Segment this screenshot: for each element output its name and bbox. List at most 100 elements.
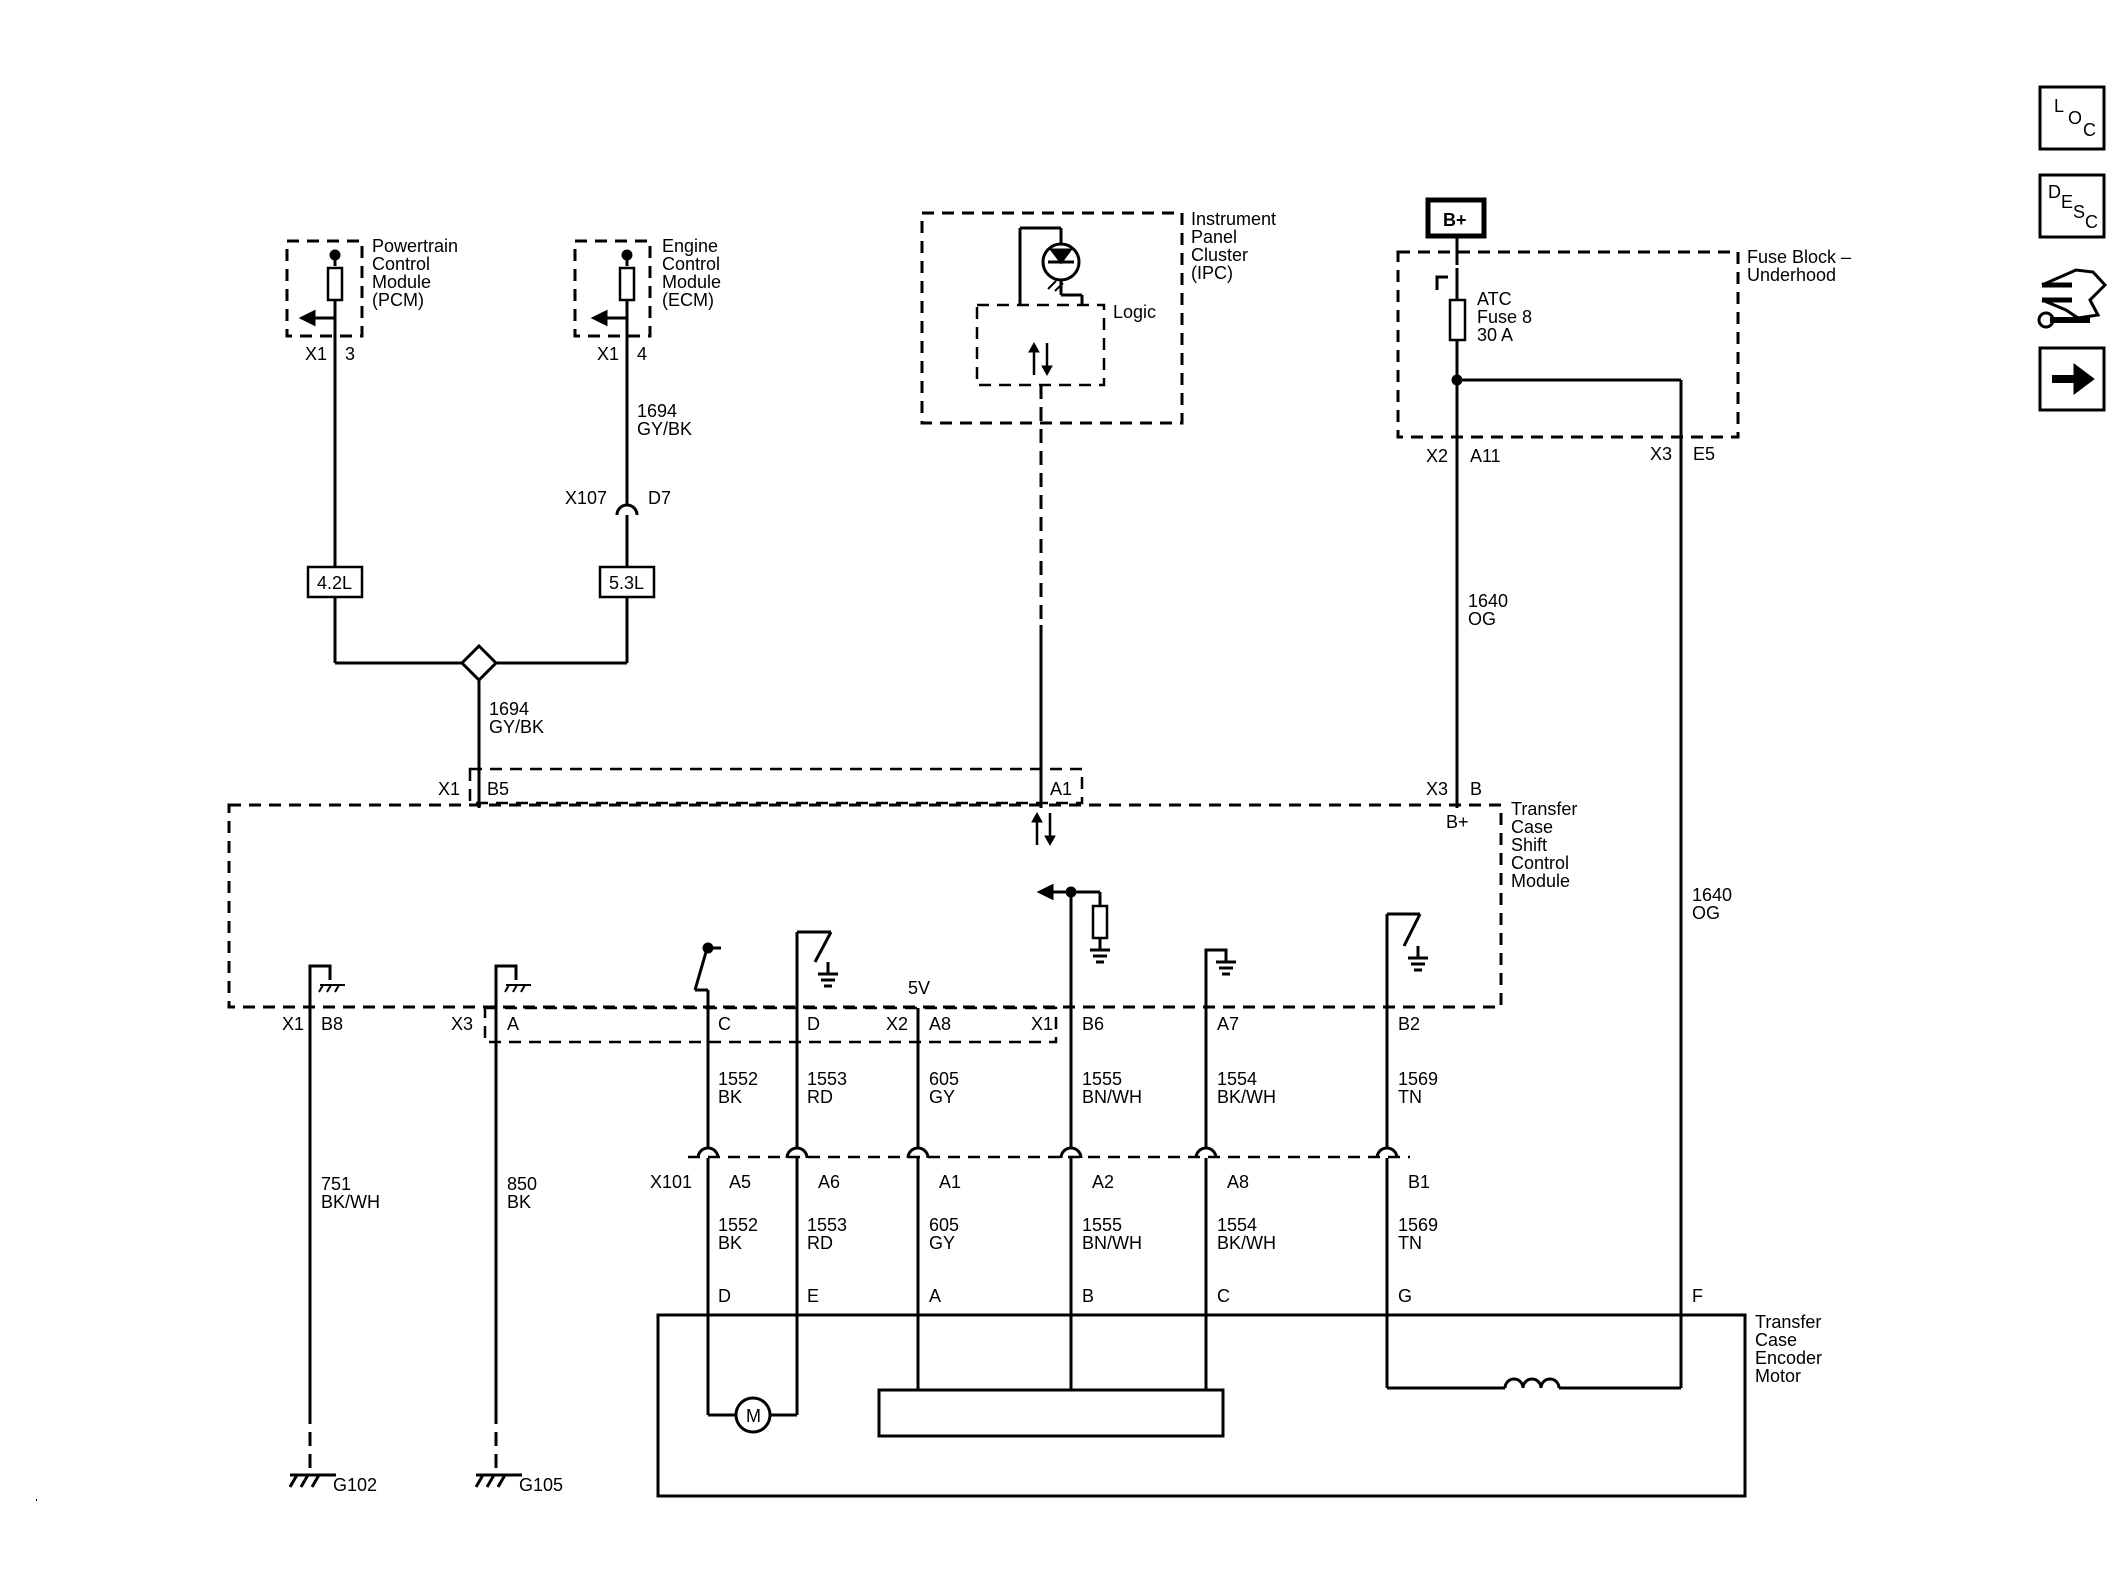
pin-b8-connector: X1 — [282, 1014, 304, 1034]
splice-wire-circuit: 1694 — [489, 699, 529, 719]
pcm-pin: 3 — [345, 344, 355, 364]
encoder-label-2: Case — [1755, 1330, 1797, 1350]
fuse-block-label-1: Fuse Block – — [1747, 247, 1851, 267]
tcscm-a1-pin: A1 — [1050, 779, 1072, 799]
pin-a8-connector: X2 — [886, 1014, 908, 1034]
loc-letter-l: L — [2054, 96, 2064, 116]
ecm-label-3: Module — [662, 272, 721, 292]
pin-a7: A7 — [1217, 1014, 1239, 1034]
ipc-label-1: Instrument — [1191, 209, 1276, 229]
splice-diamond — [459, 643, 499, 683]
ipc-module — [920, 211, 1184, 425]
desc-letter-c: C — [2085, 212, 2098, 232]
desc-button[interactable] — [2038, 173, 2106, 239]
loc-button[interactable] — [2038, 85, 2106, 151]
upper-wire-1-circuit: 1552 — [718, 1069, 758, 1089]
ipc-logic-label: Logic — [1113, 302, 1156, 322]
desc-letter-d: D — [2048, 182, 2061, 202]
tcscm-b-pin: B — [1470, 779, 1482, 799]
motor-pin-g: G — [1398, 1286, 1412, 1306]
fuse-x3-connector: X3 — [1650, 444, 1672, 464]
next-page-button[interactable] — [2038, 346, 2106, 412]
ground-wire-a — [474, 1008, 522, 1488]
fuse-block-label-2: Underhood — [1747, 265, 1836, 285]
ecm-label-4: (ECM) — [662, 290, 714, 310]
component-connector-icon[interactable] — [2037, 268, 2108, 329]
battery-label: B+ — [1443, 210, 1467, 230]
fuse-feed-circuit: 1640 — [1468, 591, 1508, 611]
upper-wire-4-color: BN/WH — [1082, 1087, 1142, 1107]
fuse-label-2: Fuse 8 — [1477, 307, 1532, 327]
splice-wire-color: GY/BK — [489, 717, 544, 737]
encoder-label-1: Transfer — [1755, 1312, 1821, 1332]
x101-name: X101 — [650, 1172, 692, 1192]
upper-wire-6-circuit: 1569 — [1398, 1069, 1438, 1089]
signal-wires — [696, 1008, 1399, 1415]
ecm-label-1: Engine — [662, 236, 718, 256]
tcscm-label-2: Case — [1511, 817, 1553, 837]
lower-wire-2-color: RD — [807, 1233, 833, 1253]
x101-pin-2: A6 — [818, 1172, 840, 1192]
lower-wire-6-circuit: 1569 — [1398, 1215, 1438, 1235]
upper-wire-2-color: RD — [807, 1087, 833, 1107]
fuse-e5-wire-color: OG — [1692, 903, 1720, 923]
tcscm-label-5: Module — [1511, 871, 1570, 891]
ground-wire-a-circuit: 850 — [507, 1174, 537, 1194]
motor-pin-a: A — [929, 1286, 941, 1306]
tcscm-label-3: Shift — [1511, 835, 1547, 855]
lower-wire-4-circuit: 1555 — [1082, 1215, 1122, 1235]
pcm-label-3: Module — [372, 272, 431, 292]
ipc-label-3: Cluster — [1191, 245, 1248, 265]
pin-b2: B2 — [1398, 1014, 1420, 1034]
pin-a8: A8 — [929, 1014, 951, 1034]
motor-pin-d: D — [718, 1286, 731, 1306]
ground-wire-b8-color: BK/WH — [321, 1192, 380, 1212]
ground-wire-b8-circuit: 751 — [321, 1174, 351, 1194]
motor-pin-b: B — [1082, 1286, 1094, 1306]
ground-wire-a-color: BK — [507, 1192, 531, 1212]
lower-wire-3-circuit: 605 — [929, 1215, 959, 1235]
x107-name: X107 — [565, 488, 607, 508]
x101-pin-4: A2 — [1092, 1172, 1114, 1192]
loc-letter-o: O — [2068, 108, 2082, 128]
x101-pin-5: A8 — [1227, 1172, 1249, 1192]
tcscm-bplus: B+ — [1446, 812, 1469, 832]
ground-g102: G102 — [333, 1475, 377, 1495]
fuse-label-3: 30 A — [1477, 325, 1513, 345]
encoder-label-4: Motor — [1755, 1366, 1801, 1386]
tcscm-x1-top: X1 — [438, 779, 460, 799]
lower-wire-5-color: BK/WH — [1217, 1233, 1276, 1253]
encoder-motor — [656, 1313, 1747, 1498]
fuse-a11-pin: A11 — [1470, 446, 1501, 466]
lower-wire-1-circuit: 1552 — [718, 1215, 758, 1235]
pin-c: C — [718, 1014, 731, 1034]
upper-wire-1-color: BK — [718, 1087, 742, 1107]
pcm-label-2: Control — [372, 254, 430, 274]
ecm-module — [573, 239, 652, 663]
x101-pin-3: A1 — [939, 1172, 961, 1192]
fuse-block — [1396, 197, 1740, 1388]
pin-b8: B8 — [321, 1014, 343, 1034]
desc-letter-e: E — [2061, 192, 2073, 212]
tcscm-b5-pin: B5 — [487, 779, 509, 799]
ecm-label-2: Control — [662, 254, 720, 274]
ecm-connector: X1 — [597, 344, 619, 364]
pcm-connector: X1 — [305, 344, 327, 364]
pcm-label-4: (PCM) — [372, 290, 424, 310]
lower-wire-5-circuit: 1554 — [1217, 1215, 1257, 1235]
pin-b6: B6 — [1082, 1014, 1104, 1034]
loc-letter-c: C — [2083, 120, 2096, 140]
x107-pin: D7 — [648, 488, 671, 508]
tcscm-module — [227, 767, 1503, 1044]
ecm-wire-color: GY/BK — [637, 419, 692, 439]
fuse-e5-wire-circuit: 1640 — [1692, 885, 1732, 905]
option-5-3l: 5.3L — [609, 573, 644, 593]
fuse-label-1: ATC — [1477, 289, 1512, 309]
upper-wire-2-circuit: 1553 — [807, 1069, 847, 1089]
ipc-label-4: (IPC) — [1191, 263, 1233, 283]
ecm-pin: 4 — [637, 344, 647, 364]
pcm-label-1: Powertrain — [372, 236, 458, 256]
option-box-5-3l — [598, 565, 656, 599]
pin-a-connector: X3 — [451, 1014, 473, 1034]
lower-wire-3-color: GY — [929, 1233, 955, 1253]
